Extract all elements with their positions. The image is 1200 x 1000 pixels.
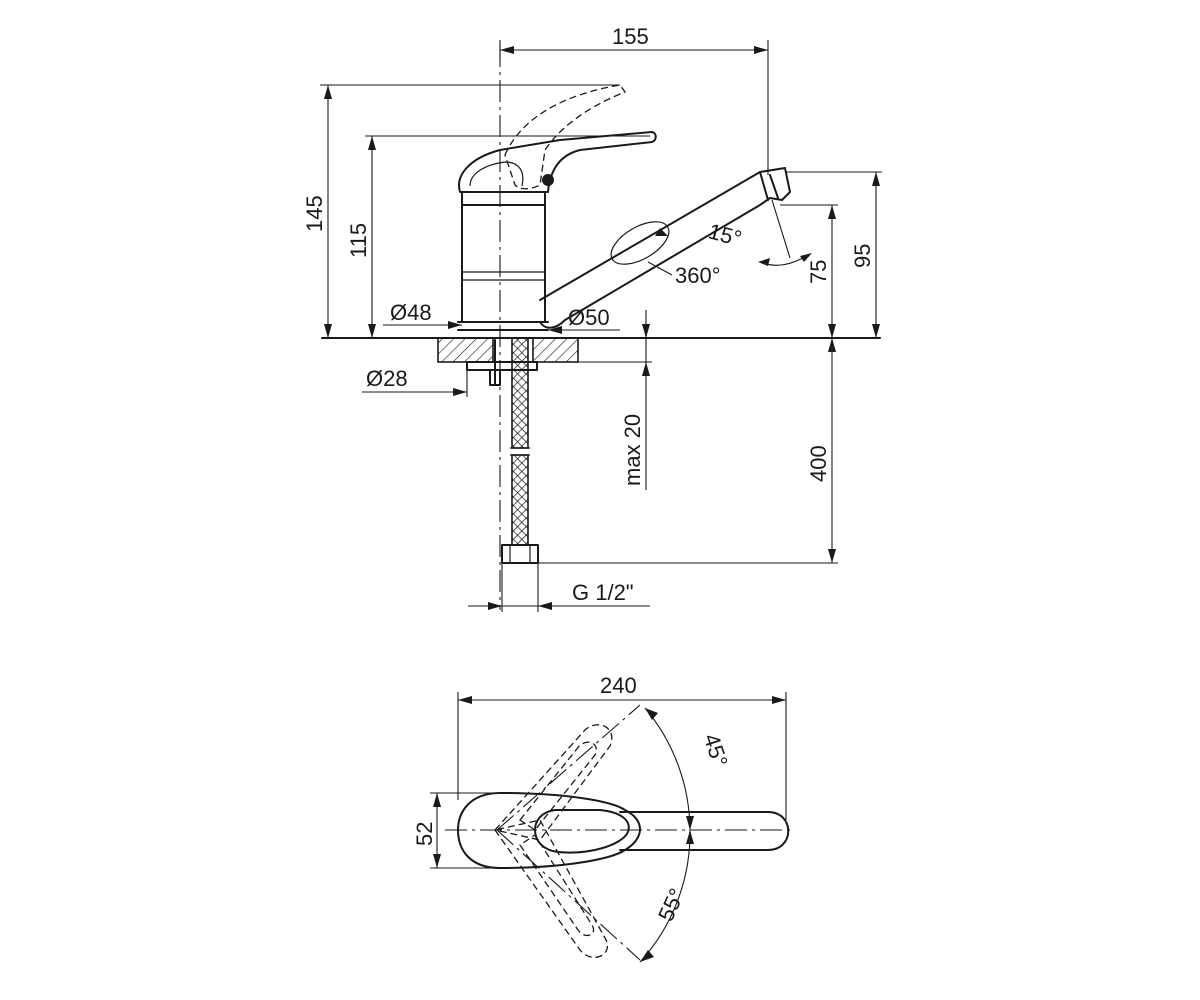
dim-155-arrow-left <box>500 46 514 54</box>
dim-width-top-label: 155 <box>612 24 649 49</box>
swivel-leader <box>647 261 673 276</box>
dim-length-label: 240 <box>600 673 637 698</box>
dim-75-arrow-top <box>828 205 836 219</box>
dim-48-arrow <box>448 321 462 329</box>
mounting-plate-left <box>437 337 494 363</box>
dia-base-label: Ø50 <box>568 305 610 330</box>
dim-spout-height-label: 95 <box>850 244 875 268</box>
aerator-arc-arrow-left <box>758 258 770 266</box>
lever-ghost-upper-inner <box>519 741 597 831</box>
top-view: 240 52 45° 55° <box>412 673 795 963</box>
thread-label: G 1/2" <box>572 580 634 605</box>
dim-total-height-label: 145 <box>302 195 327 232</box>
angle-swivel-label: 360° <box>675 263 721 288</box>
hose-lower <box>511 454 529 546</box>
dim-240-arrow-left <box>458 696 472 704</box>
lever-ghost-lower-inner <box>519 834 595 937</box>
dim-155-arrow-right <box>754 46 768 54</box>
dim-28-arrow <box>453 388 467 396</box>
top-center-upper-diagonal <box>496 704 641 831</box>
mounting-plate-right <box>532 337 579 363</box>
dim-115-arrow-bottom <box>368 324 376 338</box>
swivel-arrow <box>655 228 668 236</box>
angle-arc-upper-arrow-b <box>686 816 694 830</box>
dim-145-arrow-top <box>324 85 332 99</box>
lever-inner-curve <box>469 161 524 187</box>
max-counter-label: max 20 <box>620 414 645 486</box>
dim-52-arrow-bottom <box>433 854 441 868</box>
angle-arc-upper <box>644 707 691 831</box>
dim-handle-width-label: 52 <box>412 822 437 846</box>
aerator-arc-arrow-right <box>800 253 812 262</box>
hose-upper <box>511 337 529 449</box>
spout-aerator <box>759 171 779 201</box>
dim-50-arrow <box>548 326 562 334</box>
hose-length-label: 400 <box>806 445 831 482</box>
hose-fitting <box>501 544 539 564</box>
dim-145-arrow-bottom <box>324 324 332 338</box>
aerator-axis <box>771 199 791 259</box>
angle-lower-label: 55° <box>653 884 690 925</box>
max20-arrow-bottom <box>642 362 650 376</box>
dim-115-arrow-top <box>368 136 376 150</box>
dim-spout-outlet-label: 75 <box>806 260 831 284</box>
spout-top <box>619 811 790 851</box>
dim-95-arrow-top <box>872 172 880 186</box>
dim-95-arrow-bottom <box>872 324 880 338</box>
angle-aerator-label: 15° <box>706 218 745 251</box>
dia-body-label: Ø48 <box>390 300 432 325</box>
dim-400-arrow-bottom <box>828 549 836 563</box>
dim-52-arrow-top <box>433 793 441 807</box>
dim-75-arrow-bottom <box>828 324 836 338</box>
hose-break <box>510 447 530 456</box>
lever-handle <box>458 131 657 193</box>
dim-body-height-label: 115 <box>346 223 371 258</box>
faucet-cap <box>461 191 546 206</box>
stud-nut <box>489 369 501 386</box>
lever-ghost-lower <box>493 819 608 958</box>
lever-top <box>457 792 641 869</box>
angle-upper-label: 45° <box>699 731 733 770</box>
lever-raised-ghost <box>504 84 627 190</box>
top-center-lower-diagonal <box>496 829 641 961</box>
mounting-shank <box>466 361 538 371</box>
swivel-indicator <box>610 221 670 265</box>
lever-ghost-upper <box>493 724 613 841</box>
side-view: 360° 15° 155 145 <box>302 24 882 612</box>
angle-arc-lower <box>639 829 691 963</box>
lever-pivot <box>542 174 554 186</box>
angle-arc-lower-arrow-b <box>640 950 654 962</box>
angle-arc-upper-arrow-a <box>645 708 658 720</box>
dim-400-arrow-top <box>828 338 836 352</box>
angle-arc-lower-arrow-a <box>686 830 694 844</box>
faucet-body <box>461 204 546 323</box>
thread-arrow-left <box>488 602 502 610</box>
spout <box>539 167 791 329</box>
max20-arrow-top <box>642 324 650 338</box>
thread-arrow-right <box>538 602 552 610</box>
dia-shank-label: Ø28 <box>366 366 408 391</box>
lever-top-slot <box>534 809 630 854</box>
dim-240-arrow-right <box>772 696 786 704</box>
